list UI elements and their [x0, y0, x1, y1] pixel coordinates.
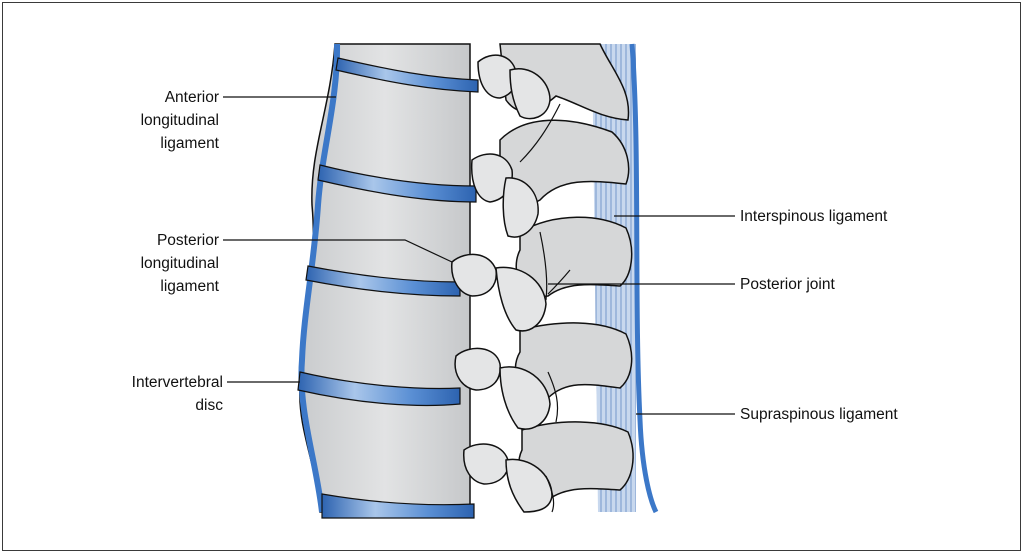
label-anterior-longitudinal-ligament: Anterior longitudinal ligament: [141, 86, 219, 155]
label-line: longitudinal: [141, 109, 219, 132]
label-line: Posterior joint: [740, 273, 835, 296]
label-supraspinous-ligament: Supraspinous ligament: [740, 403, 898, 426]
label-intervertebral-disc: Intervertebral disc: [132, 371, 223, 417]
label-line: ligament: [141, 275, 219, 298]
label-posterior-longitudinal-ligament: Posterior longitudinal ligament: [141, 229, 219, 298]
label-line: ligament: [141, 132, 219, 155]
label-line: Interspinous ligament: [740, 205, 887, 228]
label-posterior-joint: Posterior joint: [740, 273, 835, 296]
label-interspinous-ligament: Interspinous ligament: [740, 205, 887, 228]
label-line: disc: [132, 394, 223, 417]
label-line: Intervertebral: [132, 371, 223, 394]
label-line: Supraspinous ligament: [740, 403, 898, 426]
label-line: Anterior: [141, 86, 219, 109]
label-line: longitudinal: [141, 252, 219, 275]
label-line: Posterior: [141, 229, 219, 252]
